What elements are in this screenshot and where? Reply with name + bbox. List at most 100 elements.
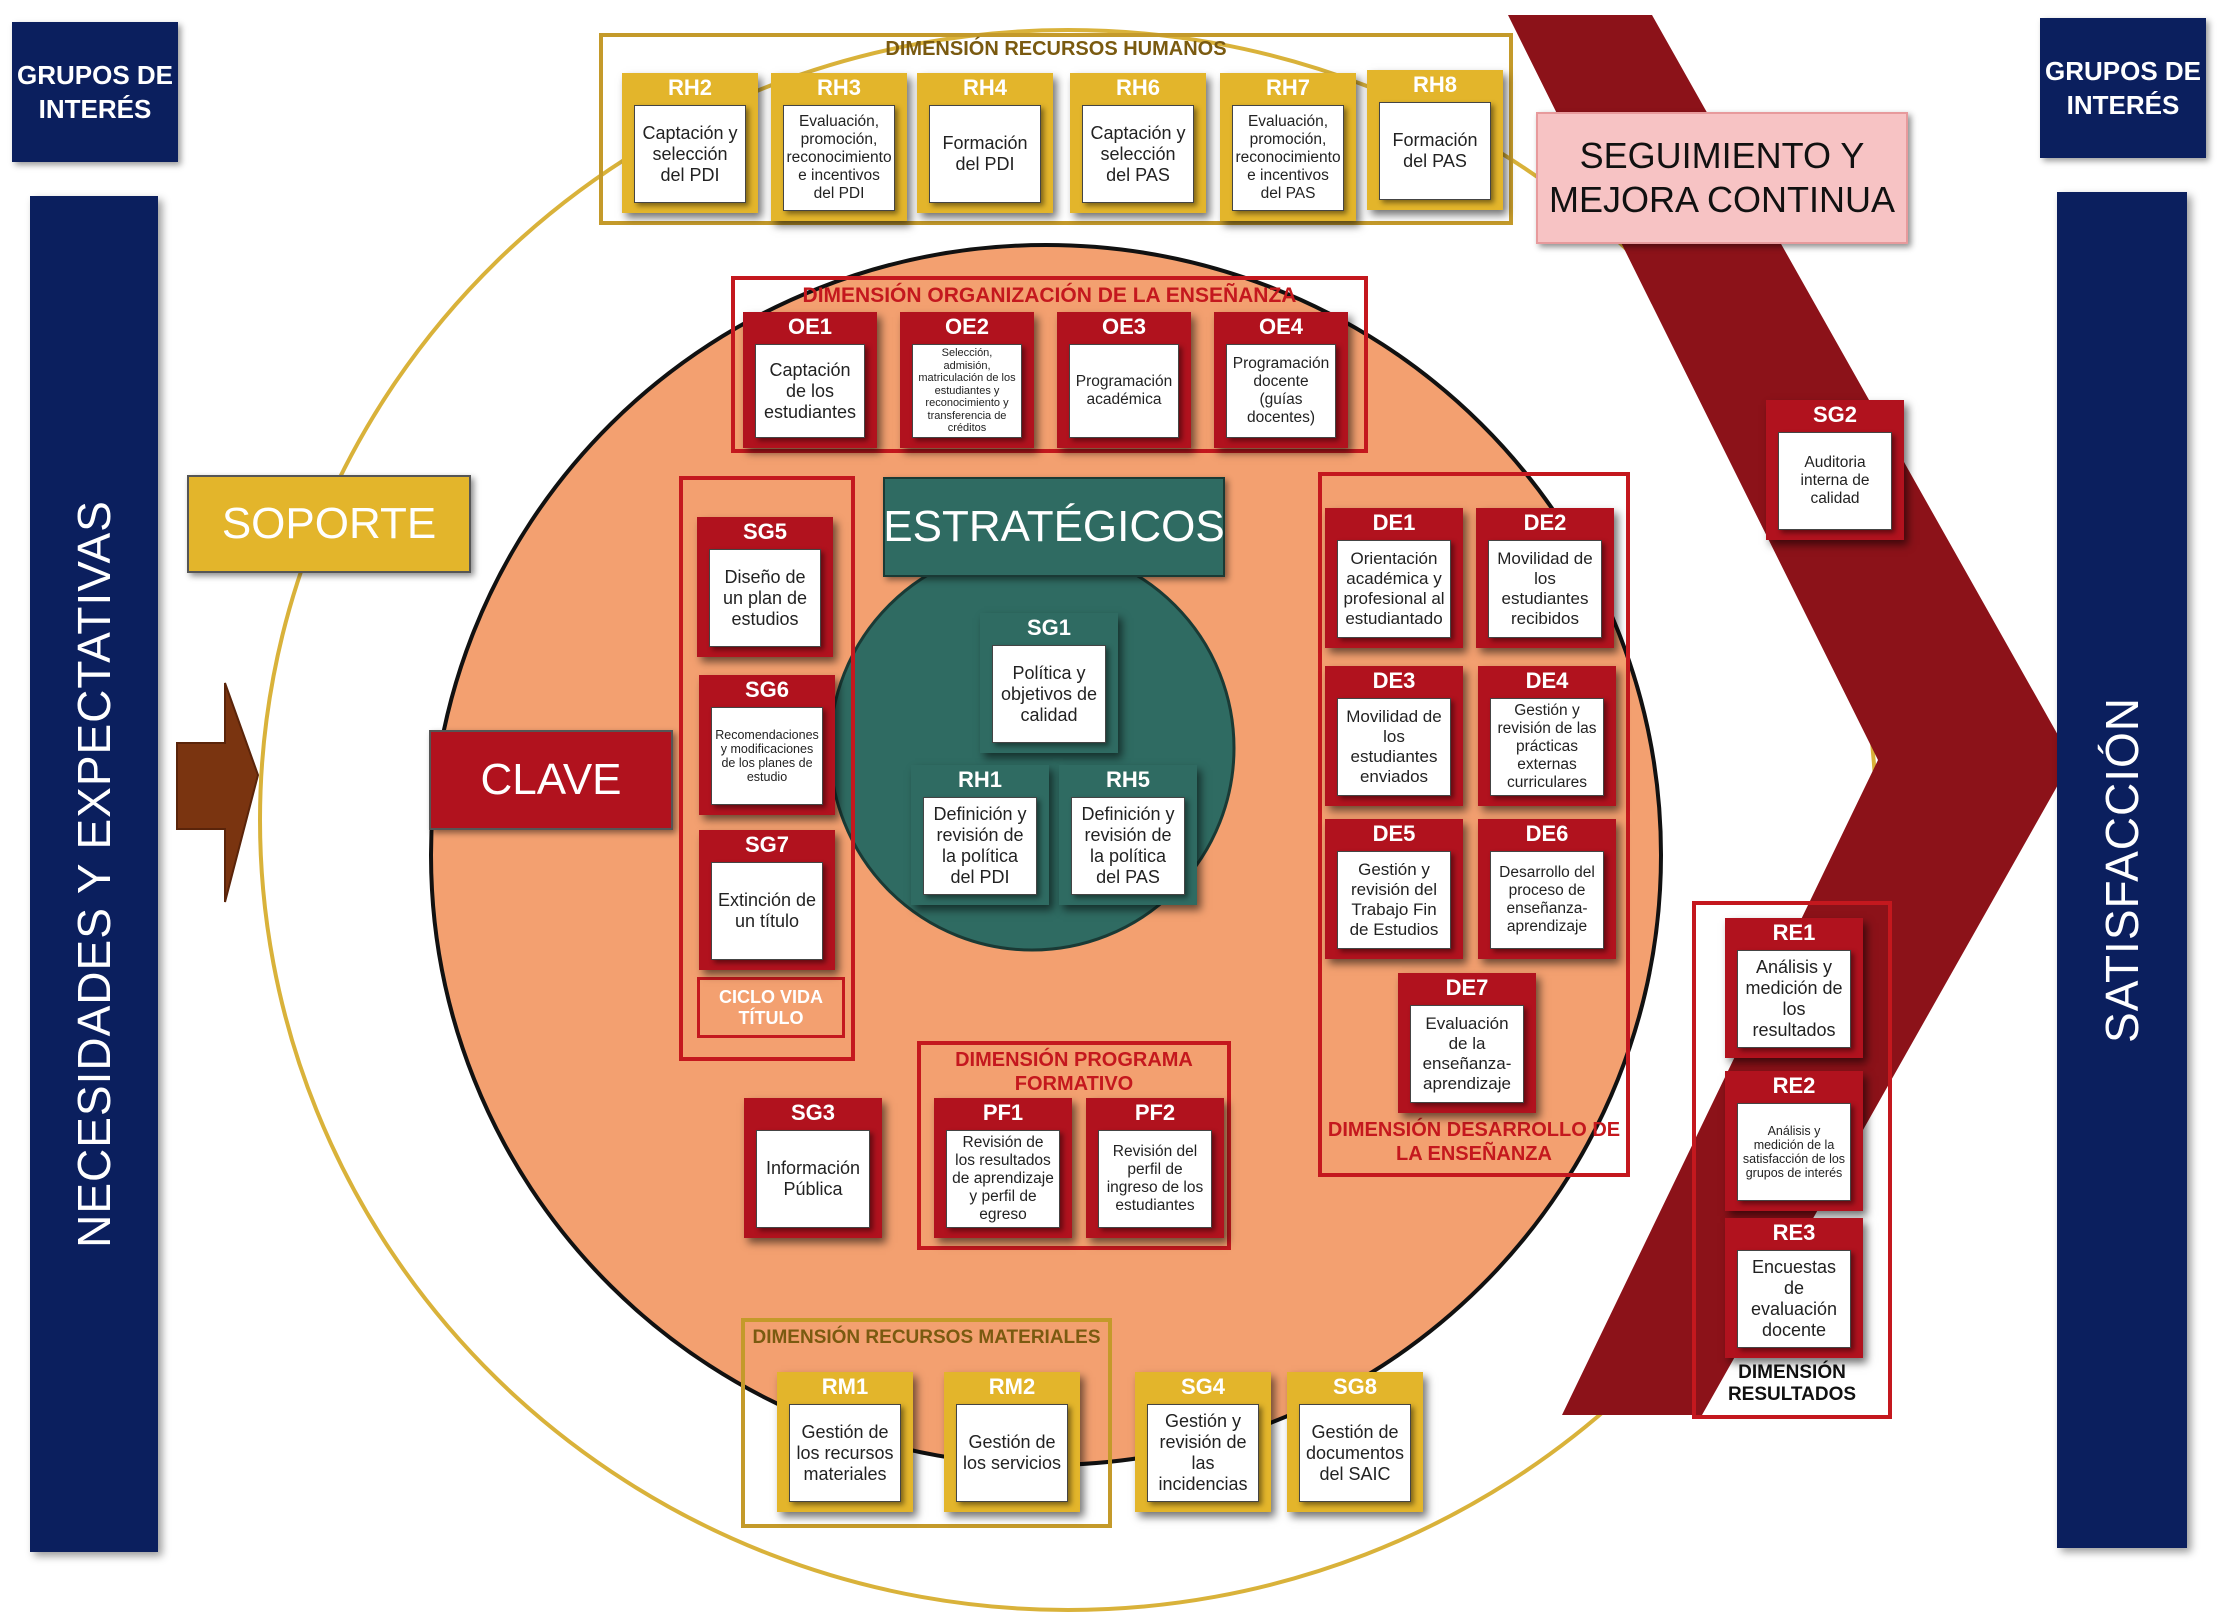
process-code: DE5 [1372, 821, 1416, 846]
process-code: RE2 [1772, 1073, 1816, 1098]
process-label: Definición y revisión de la política del… [923, 797, 1037, 895]
process-code: PF2 [1134, 1100, 1176, 1125]
estrategicos-text: ESTRATÉGICOS [883, 502, 1225, 551]
process-code: DE4 [1525, 668, 1569, 693]
process-code: RH5 [1105, 767, 1150, 792]
process-code: DE3 [1372, 668, 1416, 693]
process-label: Gestión de documentos del SAIC [1299, 1404, 1411, 1502]
process-code: DE2 [1523, 510, 1567, 535]
process-label: Orientación académica y profesional al e… [1337, 540, 1451, 638]
soporte-label: SOPORTE [187, 475, 471, 573]
process-label: Formación del PAS [1379, 102, 1491, 200]
left-bar: NECESIDADES Y EXPECTATIVAS [30, 196, 158, 1552]
process-label: Captación de los estudiantes [755, 344, 865, 438]
process-label: Movilidad de los estudiantes recibidos [1488, 540, 1602, 638]
process-code: RH2 [667, 75, 712, 100]
process-label: Diseño de un plan de estudios [709, 549, 821, 647]
process-label: Revisión del perfil de ingreso de los es… [1098, 1130, 1212, 1228]
process-code: RM2 [988, 1374, 1036, 1399]
process-label: Formación del PDI [929, 105, 1041, 203]
process-code: DE7 [1445, 975, 1489, 1000]
right-bar-text: SATISFACCIÓN [2096, 697, 2149, 1043]
process-label: Extinción de un título [711, 862, 823, 960]
re-dimension-frame [1692, 901, 1892, 1419]
process-label: Evaluación, promoción, reconocimiento e … [783, 105, 895, 211]
pf-dimension-frame [917, 1041, 1231, 1250]
right-header: GRUPOS DE INTERÉS [2040, 18, 2206, 158]
estrategicos-label: ESTRATÉGICOS [883, 477, 1225, 577]
right-header-text: GRUPOS DE INTERÉS [2044, 56, 2202, 120]
process-label: Desarrollo del proceso de enseñanza-apre… [1490, 851, 1604, 949]
process-label: Gestión de los servicios [956, 1404, 1068, 1502]
process-label: Selección, admisión, matriculación de lo… [912, 344, 1022, 438]
process-label: Análisis y medición de los resultados [1737, 950, 1851, 1048]
right-bar: SATISFACCIÓN [2057, 192, 2187, 1548]
re-dimension-title: DIMENSIÓN RESULTADOS [1727, 1362, 1857, 1405]
pf-dimension-title: DIMENSIÓN PROGRAMA FORMATIVO [955, 1049, 1193, 1095]
process-label: Análisis y medición de la satisfacción d… [1737, 1103, 1851, 1201]
clave-group-frame [679, 476, 855, 1061]
rm-dimension-frame [741, 1318, 1112, 1528]
process-code: SG7 [744, 832, 790, 857]
process-code: OE1 [787, 314, 833, 339]
process-label: Auditoria interna de calidad [1778, 432, 1892, 530]
process-code: RH7 [1265, 75, 1310, 100]
process-code: OE3 [1101, 314, 1147, 339]
left-header-text: GRUPOS DE INTERÉS [16, 60, 174, 124]
process-code: SG6 [744, 677, 790, 702]
process-code: DE6 [1525, 821, 1569, 846]
process-label: Movilidad de los estudiantes enviados [1337, 698, 1451, 796]
process-code: RH6 [1115, 75, 1160, 100]
process-label: Información Pública [756, 1130, 870, 1228]
process-code: SG4 [1180, 1374, 1226, 1399]
process-label: Definición y revisión de la política del… [1071, 797, 1185, 895]
clave-text: CLAVE [480, 755, 622, 804]
soporte-text: SOPORTE [221, 499, 437, 548]
process-label: Política y objetivos de calidad [992, 645, 1106, 743]
left-header: GRUPOS DE INTERÉS [12, 22, 178, 162]
process-code: DE1 [1372, 510, 1416, 535]
seguimiento-text: SEGUIMIENTO Y MEJORA CONTINUA [1548, 135, 1896, 220]
process-code: SG8 [1332, 1374, 1378, 1399]
process-label: Gestión y revisión de las prácticas exte… [1490, 698, 1604, 796]
process-label: Evaluación, promoción, reconocimiento e … [1232, 105, 1344, 211]
process-label: Evaluación de la enseñanza-aprendizaje [1410, 1005, 1524, 1103]
process-code: OE4 [1258, 314, 1304, 339]
process-label: Programación académica [1069, 344, 1179, 438]
seguimiento-label: SEGUIMIENTO Y MEJORA CONTINUA [1536, 112, 1908, 244]
